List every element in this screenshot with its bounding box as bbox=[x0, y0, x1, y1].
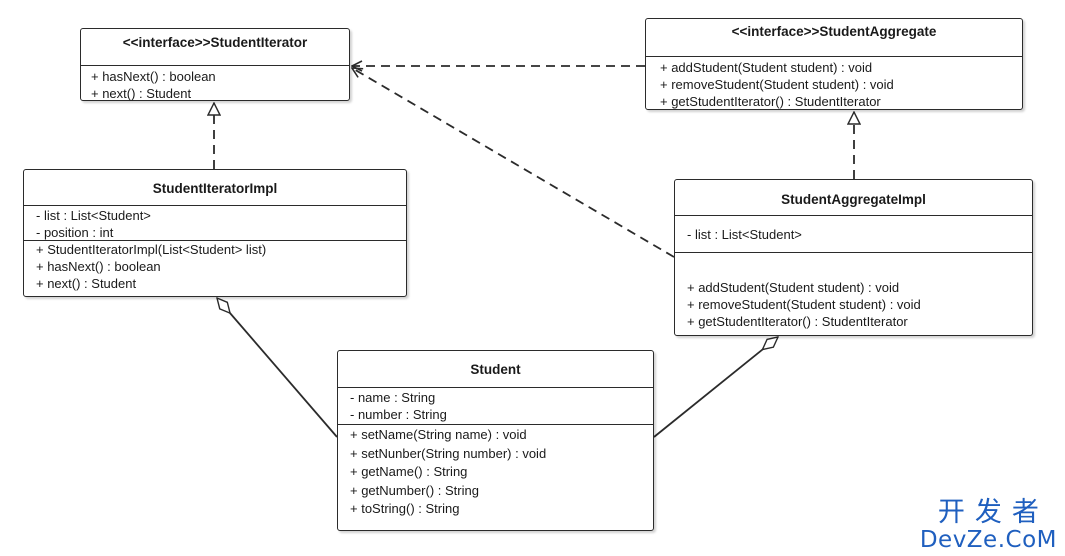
fields-section: - name : String - number : String bbox=[338, 388, 653, 425]
methods-section: + hasNext() : boolean + next() : Student bbox=[81, 66, 349, 102]
watermark-logo: 开发者 DevZe.CoM bbox=[919, 497, 1057, 553]
method-row: + removeStudent(Student student) : void bbox=[660, 77, 894, 92]
method-row: + getStudentIterator() : StudentIterator bbox=[687, 314, 908, 329]
methods-section: + addStudent(Student student) : void + r… bbox=[646, 57, 1022, 110]
class-student-aggregate[interactable]: <<interface>>StudentAggregate + addStude… bbox=[645, 18, 1023, 110]
method-row: + setName(String name) : void bbox=[350, 427, 527, 442]
class-title: Student bbox=[338, 351, 653, 388]
method-row: + hasNext() : boolean bbox=[36, 259, 161, 274]
method-row: + removeStudent(Student student) : void bbox=[687, 297, 921, 312]
watermark-domain: DevZe.CoM bbox=[919, 527, 1057, 553]
fields-section: - list : List<Student> - position : int bbox=[24, 206, 406, 241]
aggregation-aggregateimpl-student bbox=[653, 337, 778, 438]
methods-section: + addStudent(Student student) : void + r… bbox=[675, 253, 1032, 330]
class-title: <<interface>>StudentAggregate bbox=[646, 19, 1022, 57]
methods-section: + StudentIteratorImpl(List<Student> list… bbox=[24, 241, 406, 292]
class-student[interactable]: Student - name : String - number : Strin… bbox=[337, 350, 654, 531]
method-row: + next() : Student bbox=[91, 86, 192, 101]
field-row: - number : String bbox=[350, 407, 447, 422]
watermark-chinese: 开发者 bbox=[937, 497, 1049, 528]
class-title: <<interface>>StudentIterator bbox=[81, 29, 349, 66]
method-row: + hasNext() : boolean bbox=[91, 69, 216, 84]
aggregation-iteratorimpl-student bbox=[217, 298, 338, 438]
method-row: + getName() : String bbox=[350, 464, 468, 479]
method-row: + getNumber() : String bbox=[350, 482, 479, 498]
class-title: StudentAggregateImpl bbox=[675, 180, 1032, 216]
class-student-iterator[interactable]: <<interface>>StudentIterator + hasNext()… bbox=[80, 28, 350, 101]
fields-section: - list : List<Student> bbox=[675, 216, 1032, 253]
dependency-aggregateimpl-to-iterator bbox=[352, 68, 675, 258]
method-row: + setNunber(String number) : void bbox=[350, 445, 547, 461]
class-student-aggregate-impl[interactable]: StudentAggregateImpl - list : List<Stude… bbox=[674, 179, 1033, 336]
field-row: - list : List<Student> bbox=[36, 208, 151, 223]
field-row: - name : String bbox=[350, 390, 436, 405]
method-row: + addStudent(Student student) : void bbox=[660, 60, 873, 75]
field-row: - list : List<Student> bbox=[687, 227, 802, 242]
method-row: + StudentIteratorImpl(List<Student> list… bbox=[36, 242, 267, 257]
methods-section: + setName(String name) : void + setNunbe… bbox=[338, 425, 653, 519]
class-title: StudentIteratorImpl bbox=[24, 170, 406, 206]
method-row: + next() : Student bbox=[36, 276, 137, 291]
class-student-iterator-impl[interactable]: StudentIteratorImpl - list : List<Studen… bbox=[23, 169, 407, 297]
method-row: + getStudentIterator() : StudentIterator bbox=[660, 94, 881, 109]
field-row: - position : int bbox=[36, 225, 114, 240]
method-row: + addStudent(Student student) : void bbox=[687, 280, 900, 295]
method-row: + toString() : String bbox=[350, 501, 460, 516]
